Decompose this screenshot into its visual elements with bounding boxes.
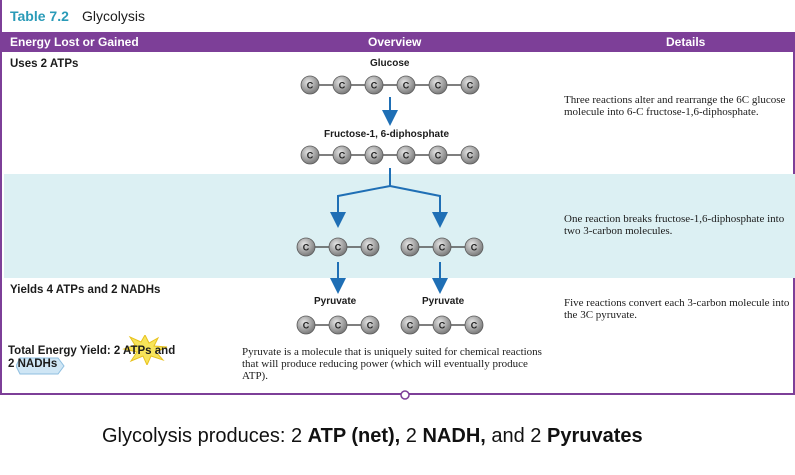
carbon-atom xyxy=(428,145,448,165)
carbon-atom xyxy=(464,237,484,257)
carbon-label: C xyxy=(471,243,478,253)
total-yield-prefix: Total Energy Yield: 2 xyxy=(8,345,124,357)
carbon-atom xyxy=(300,75,320,95)
table-title: Glycolysis xyxy=(82,8,146,24)
carbon-label: C xyxy=(335,243,342,253)
carbon-atom xyxy=(460,75,480,95)
caption-atp: ATP (net), xyxy=(307,425,401,447)
carbon-atom xyxy=(296,315,316,335)
carbon-label: C xyxy=(367,243,374,253)
pyruvate-note: Pyruvate is a molecule that is uniquely … xyxy=(242,346,542,382)
carbon-atom xyxy=(332,75,352,95)
total-yield-and: and xyxy=(151,345,176,357)
total-yield-nadh-count: 2 xyxy=(8,358,18,370)
carbon-label: C xyxy=(367,321,374,331)
step-highlight-band xyxy=(4,174,795,278)
label-fructose: Fructose-1, 6-diphosphate xyxy=(324,129,450,140)
carbon-label: C xyxy=(303,321,310,331)
carbon-atom xyxy=(364,145,384,165)
caption-mid: 2 xyxy=(400,425,423,447)
carbon-atom xyxy=(432,237,452,257)
carbon-atom xyxy=(328,315,348,335)
nadh-highlight-icon xyxy=(16,357,65,375)
summary-caption: Glycolysis produces: 2 ATP (net), 2 NADH… xyxy=(102,425,643,448)
table-number: Table 7.2 xyxy=(10,8,69,24)
table-bottom-handle xyxy=(400,390,410,400)
carbon-atom xyxy=(428,75,448,95)
row-label-yields: Yields 4 ATPs and 2 NADHs xyxy=(10,284,161,296)
total-yield-atp: ATPs xyxy=(123,345,152,357)
glycolysis-table: Table 7.2 Glycolysis Energy Lost or Gain… xyxy=(0,0,795,395)
carbon-label: C xyxy=(335,321,342,331)
carbon-atom xyxy=(360,237,380,257)
carbon-atom xyxy=(364,75,384,95)
carbon-atom xyxy=(400,237,420,257)
label-pyruvate-right: Pyruvate xyxy=(422,296,465,307)
carbon-chains: C C C C C C C C C C C C C C C C C C C C C C C C xyxy=(296,75,484,335)
label-pyruvate-left: Pyruvate xyxy=(314,296,357,307)
atp-burst-icon xyxy=(122,335,168,365)
carbon-label: C xyxy=(339,81,346,91)
detail-pyruvate: Five reactions convert each 3-carbon mol… xyxy=(564,297,790,321)
carbon-label: C xyxy=(439,321,446,331)
carbon-label: C xyxy=(307,81,314,91)
carbon-atom xyxy=(300,145,320,165)
total-yield-nadh: NADHs xyxy=(17,358,58,370)
carbon-label: C xyxy=(403,81,410,91)
carbon-label: C xyxy=(307,151,314,161)
caption-prefix: Glycolysis produces: 2 xyxy=(102,425,308,447)
carbon-atom xyxy=(400,315,420,335)
carbon-atom xyxy=(296,237,316,257)
carbon-label: C xyxy=(371,81,378,91)
table-header-row: Energy Lost or Gained Overview Details xyxy=(2,32,795,52)
detail-rearrange: Three reactions alter and rearrange the … xyxy=(564,94,786,118)
carbon-label: C xyxy=(403,151,410,161)
caption-pyruvates: Pyruvates xyxy=(547,425,643,447)
carbon-label: C xyxy=(407,243,414,253)
carbon-atom xyxy=(460,145,480,165)
carbon-atom xyxy=(328,237,348,257)
carbon-label: C xyxy=(471,321,478,331)
carbon-label: C xyxy=(371,151,378,161)
carbon-label: C xyxy=(467,151,474,161)
caption-and: and 2 xyxy=(485,425,547,447)
carbon-label: C xyxy=(435,151,442,161)
row-label-uses-atp: Uses 2 ATPs xyxy=(10,58,79,70)
carbon-atom xyxy=(396,145,416,165)
row-label-total-yield: Total Energy Yield: 2 ATPs and 2 NADHs xyxy=(8,345,175,371)
carbon-label: C xyxy=(439,243,446,253)
arrow-split-right xyxy=(389,185,448,228)
column-header-details: Details xyxy=(666,35,706,49)
carbon-atom xyxy=(332,145,352,165)
column-header-energy: Energy Lost or Gained xyxy=(10,35,139,49)
carbon-label: C xyxy=(339,151,346,161)
carbon-label: C xyxy=(435,81,442,91)
glycolysis-diagram: C C C C C C C C C C C C C C C C C C C C C C C C xyxy=(296,75,484,400)
carbon-label: C xyxy=(303,243,310,253)
carbon-atom xyxy=(432,315,452,335)
reaction-arrows xyxy=(330,97,448,294)
caption-nadh: NADH, xyxy=(422,425,486,447)
arrow-split-left xyxy=(330,168,391,228)
table-title-bar: Table 7.2 Glycolysis xyxy=(2,0,795,32)
carbon-atom xyxy=(464,315,484,335)
detail-split: One reaction breaks fructose-1,6-diphosp… xyxy=(564,213,785,237)
column-header-overview: Overview xyxy=(368,35,422,49)
carbon-label: C xyxy=(407,321,414,331)
carbon-atom xyxy=(396,75,416,95)
carbon-label: C xyxy=(467,81,474,91)
carbon-atom xyxy=(360,315,380,335)
label-glucose: Glucose xyxy=(370,58,410,69)
